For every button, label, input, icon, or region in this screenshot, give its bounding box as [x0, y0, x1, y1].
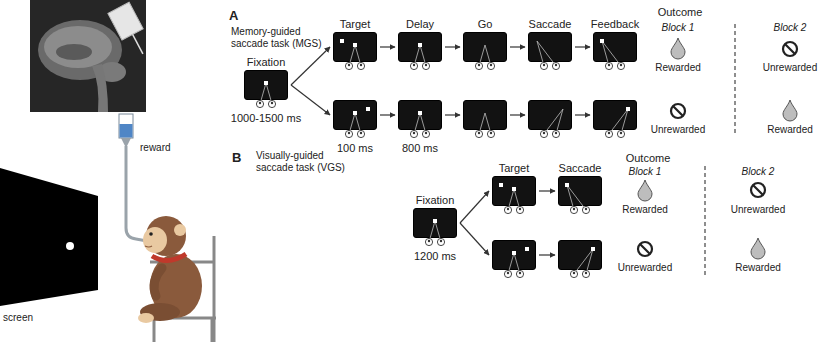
- screen-panel: Target: [333, 32, 377, 62]
- screen-content: [398, 32, 442, 72]
- screen-panel: Saccade: [558, 176, 602, 206]
- screen-panel: Saccade: [528, 32, 572, 62]
- no-reward-sign: [638, 42, 797, 256]
- annotation-label: Unrewarded: [763, 62, 817, 74]
- sequence-arrow: [445, 46, 460, 47]
- reward-bottle: [119, 114, 133, 138]
- epoch-label: Target: [499, 162, 530, 174]
- annotation-label: reward: [140, 142, 171, 154]
- annotation-label: Unrewarded: [731, 204, 785, 216]
- duration-label: 1000-1500 ms: [231, 112, 301, 124]
- screen-content: [558, 240, 602, 280]
- screen-panel: Feedback: [593, 32, 637, 62]
- sequence-arrow: [460, 191, 489, 223]
- annotation-label: Rewarded: [655, 62, 701, 74]
- screen-content: [413, 208, 457, 248]
- screen-content: [593, 32, 637, 72]
- screen-content: [333, 32, 377, 72]
- screen-panel: [558, 240, 602, 270]
- annotation-label: Unrewarded: [651, 124, 705, 136]
- screen-content: [333, 100, 377, 140]
- annotation-label: Rewarded: [622, 204, 668, 216]
- sequence-arrow: [291, 85, 330, 115]
- epoch-label: Fixation: [416, 194, 455, 206]
- screen-panel: 100 ms: [333, 100, 377, 130]
- duration-label: 800 ms: [402, 142, 438, 154]
- sequence-arrow: [510, 46, 525, 47]
- screen-content: [463, 32, 507, 72]
- epoch-label: Fixation: [247, 56, 286, 68]
- screen-panel: Delay: [398, 32, 442, 62]
- epoch-label: Delay: [406, 18, 434, 30]
- sequence-arrow: [575, 114, 590, 115]
- task-title: Visually-guided saccade task (VGS): [256, 150, 360, 174]
- panel-letter: A: [229, 8, 238, 23]
- sequence-arrow: [291, 47, 330, 85]
- screen-content: [528, 32, 572, 72]
- epoch-label: Go: [478, 18, 493, 30]
- annotation-label: Block 1: [629, 166, 662, 178]
- annotation-label: Block 2: [742, 166, 775, 178]
- sequence-arrow: [510, 114, 525, 115]
- annotation-label: Unrewarded: [618, 262, 672, 274]
- screen-panel: 800 ms: [398, 100, 442, 130]
- screen-panel: Fixation1000-1500 ms: [244, 70, 288, 100]
- epoch-label: Target: [340, 18, 371, 30]
- sequence-arrow: [380, 46, 395, 47]
- mri-image: [30, 0, 146, 112]
- monkey: [138, 216, 202, 323]
- sequence-arrow: [460, 223, 489, 255]
- screen-panel: [528, 100, 572, 130]
- screen-content: [244, 70, 288, 110]
- sequence-arrow: [380, 114, 395, 115]
- epoch-label: Saccade: [529, 18, 572, 30]
- task-title: Memory-guided saccade task (MGS): [231, 26, 335, 50]
- screen-panel: Target: [492, 176, 536, 206]
- screen-content: [558, 176, 602, 216]
- sequence-arrow: [575, 46, 590, 47]
- screen-panel: Go: [463, 32, 507, 62]
- annotation-label: Outcome: [658, 6, 703, 19]
- screen-shape: [0, 168, 98, 306]
- screen-content: [463, 100, 507, 140]
- screen-content: [593, 100, 637, 140]
- screen-content: [492, 176, 536, 216]
- duration-label: 1200 ms: [414, 250, 456, 262]
- annotation-label: Block 1: [662, 22, 695, 34]
- screen-panel: [593, 100, 637, 130]
- screen-content: [528, 100, 572, 140]
- duration-label: 100 ms: [337, 142, 373, 154]
- annotation-label: Outcome: [626, 152, 671, 165]
- epoch-label: Feedback: [591, 18, 639, 30]
- sequence-arrow: [445, 114, 460, 115]
- annotation-label: screen: [3, 312, 33, 324]
- panel-letter: B: [232, 150, 241, 165]
- sequence-arrow: [539, 190, 555, 191]
- annotation-label: Rewarded: [767, 124, 813, 136]
- screen-content: [492, 240, 536, 280]
- annotation-label: Block 2: [774, 22, 807, 34]
- reward-tube: [126, 146, 147, 241]
- screen-panel: Fixation1200 ms: [413, 208, 457, 238]
- screen-panel: [463, 100, 507, 130]
- screen-panel: [492, 240, 536, 270]
- annotation-label: Rewarded: [735, 262, 781, 274]
- screen-content: [398, 100, 442, 140]
- epoch-label: Saccade: [559, 162, 602, 174]
- sequence-arrow: [539, 254, 555, 255]
